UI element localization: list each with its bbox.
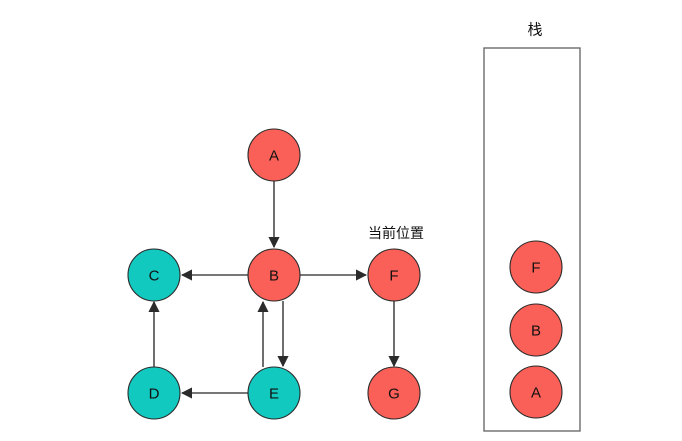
stack-item-a[interactable]: A (509, 365, 563, 419)
node-circle[interactable] (367, 366, 421, 420)
node-circle[interactable] (247, 366, 301, 420)
edges-layer (148, 181, 400, 399)
node-label: G (388, 386, 400, 403)
stack-item-circle[interactable] (509, 365, 563, 419)
graph-node-c[interactable]: C (127, 248, 181, 302)
nodes-layer: A B C D E F G (127, 128, 421, 420)
graph-node-f[interactable]: F (367, 248, 421, 302)
stack-item-circle[interactable] (509, 240, 563, 294)
graph-node-g[interactable]: G (367, 366, 421, 420)
stack-item-circle[interactable] (509, 303, 563, 357)
stack-items-layer: F B A (509, 240, 563, 419)
node-label: E (269, 386, 279, 403)
node-circle[interactable] (247, 128, 301, 182)
node-label: C (149, 268, 160, 285)
graph-node-d[interactable]: D (127, 366, 181, 420)
stack-title: 栈 (527, 22, 542, 39)
node-label: A (269, 148, 279, 165)
node-label: B (269, 268, 279, 285)
node-label: F (389, 268, 398, 285)
current-position-annotation: 当前位置 (368, 225, 424, 241)
graph-node-b[interactable]: B (247, 248, 301, 302)
node-circle[interactable] (367, 248, 421, 302)
node-label: D (149, 386, 160, 403)
stack-item-label: B (531, 323, 541, 340)
graph-node-e[interactable]: E (247, 366, 301, 420)
stack-item-f[interactable]: F (509, 240, 563, 294)
stack-item-label: F (531, 260, 540, 277)
node-circle[interactable] (127, 366, 181, 420)
node-circle[interactable] (247, 248, 301, 302)
node-circle[interactable] (127, 248, 181, 302)
stack-item-b[interactable]: B (509, 303, 563, 357)
graph-node-a[interactable]: A (247, 128, 301, 182)
stack-item-label: A (531, 385, 541, 402)
